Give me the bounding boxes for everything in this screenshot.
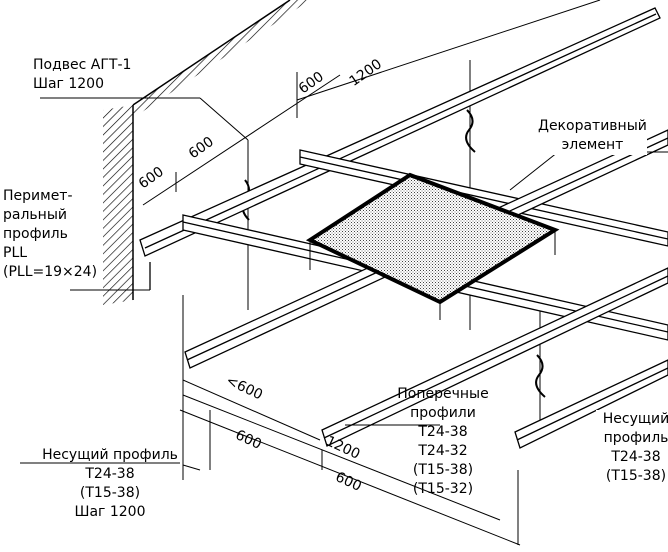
main-profile-label-right: Несущий профиль T24-38 (T15-38) [596, 410, 668, 486]
perimeter-profile-label: Перимет- ральный профиль PLL (PLL=19×24) [3, 187, 97, 282]
cross-label-line: T24-38 [418, 424, 468, 440]
decorative-element-label: Декоративный элемент [538, 117, 647, 155]
hanger-label: Подвес АГТ-1 Шаг 1200 [33, 56, 131, 94]
perimeter-profile [70, 7, 661, 291]
main-profile-label-left: Несущий профиль T24-38 (T15-38) Шаг 1200 [35, 446, 185, 522]
hanger-label-line: Шаг 1200 [33, 76, 104, 92]
main-left-label-line: (T15-38) [79, 485, 141, 501]
main-right-label-line: профиль [603, 430, 668, 446]
decorative-label-line: Декоративный [538, 118, 647, 134]
cross-label-line: T24-32 [418, 443, 468, 459]
perimeter-label-line: (PLL=19×24) [3, 264, 98, 280]
cross-label-line: (T15-32) [412, 481, 474, 497]
wall [103, 0, 310, 305]
decorative-panel [305, 151, 668, 320]
perimeter-label-line: PLL [3, 245, 28, 261]
cross-label-line: (T15-38) [412, 462, 474, 478]
main-left-label-line: T24-38 [85, 466, 135, 482]
main-left-label-line: Несущий профиль [42, 447, 178, 463]
main-right-label-line: (T15-38) [605, 468, 667, 484]
perimeter-label-line: ральный [3, 207, 67, 223]
hanger-label-line: Подвес АГТ-1 [33, 57, 132, 73]
perimeter-label-line: профиль [3, 226, 68, 242]
top-dimension-lines [142, 0, 601, 206]
cross-label-line: Поперечные [397, 386, 489, 402]
main-right-label-line: Несущий [602, 411, 668, 427]
main-right-label-line: T24-38 [611, 449, 661, 465]
cross-label-line: профили [410, 405, 476, 421]
cross-profiles-label: Поперечные профили T24-38 T24-32 (T15-38… [388, 385, 498, 499]
bottom-dimension-lines [20, 295, 521, 546]
main-left-label-line: Шаг 1200 [74, 504, 146, 520]
decorative-label-line: элемент [561, 137, 624, 153]
perimeter-label-line: Перимет- [3, 188, 73, 204]
